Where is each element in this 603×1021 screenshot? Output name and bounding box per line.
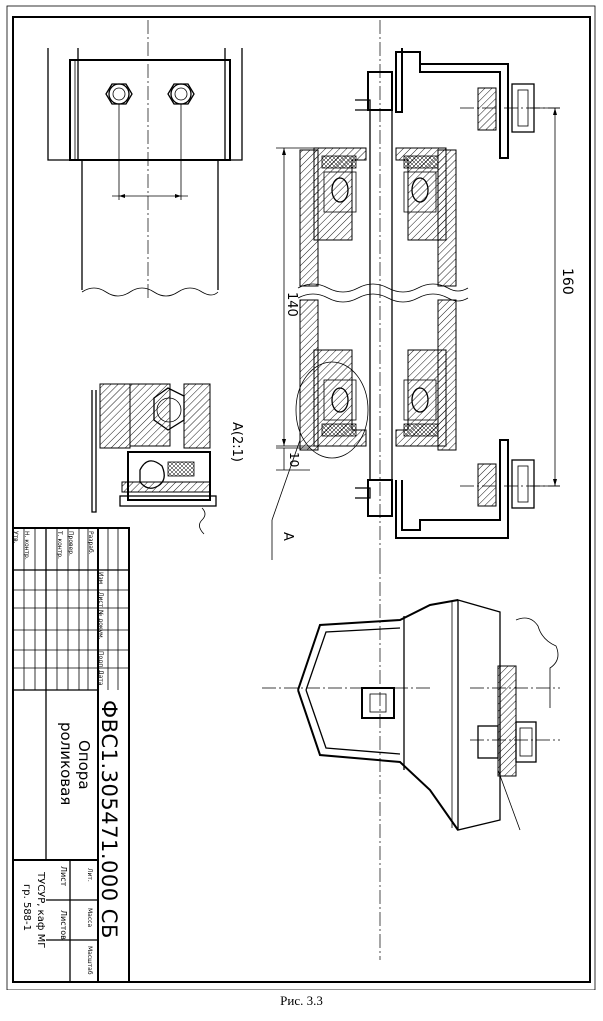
detail-label: А(2:1) <box>229 422 244 462</box>
row-label-approved: Утв. <box>12 531 19 544</box>
side-view-bracket <box>262 560 560 960</box>
main-dimensions: 160 140 10 A <box>271 107 575 560</box>
org-line2: гр. 588-1 <box>21 884 32 931</box>
title-name-line1: Опора <box>75 740 93 790</box>
side-label-mass: Масса <box>86 908 93 927</box>
header-label-change: Изм <box>97 572 104 584</box>
dim-offset: 10 <box>287 452 301 467</box>
side-label-letter: Лит. <box>86 868 93 882</box>
header-label-doc-number: № докум. <box>97 610 104 640</box>
row-label-checker: Провер. <box>67 531 74 556</box>
side-label-scale: Масштаб <box>86 946 93 975</box>
sheet-label-sheet: Лист <box>59 866 68 887</box>
figure-caption: Рис. 3.3 <box>280 993 323 1008</box>
header-label-date: Дата <box>97 670 104 686</box>
dim-roller-length: 140 <box>284 292 299 317</box>
row-label-tech-control: Т. контр. <box>56 530 63 559</box>
row-label-developer: Разраб. <box>87 531 94 555</box>
detail-view-a: А(2:1) <box>91 383 244 535</box>
title-name-line2: роликовая <box>57 722 75 805</box>
main-section-roller <box>295 20 560 560</box>
sheet-inner-frame <box>12 16 591 983</box>
engineering-drawing: 160 140 10 A А(2:1) <box>6 5 596 990</box>
dim-overall-length: 160 <box>559 268 575 295</box>
header-label-signature: Подп. <box>97 651 104 669</box>
title-block: Разраб. Провер. Т. контр. Н. контр. Утв.… <box>12 527 130 983</box>
title-designation: ФВС1.305471.000 СБ <box>97 700 121 939</box>
top-view-bolt-plate <box>47 20 243 300</box>
org-line1: ТУСУР, каф МГ <box>35 871 46 948</box>
section-label: A <box>280 532 295 541</box>
sheet-outer-border <box>6 5 596 990</box>
header-label-sheet: Лист <box>97 592 104 608</box>
sheet-label-sheets: Листов <box>59 910 68 940</box>
row-label-norm-control: Н. контр. <box>23 531 30 560</box>
